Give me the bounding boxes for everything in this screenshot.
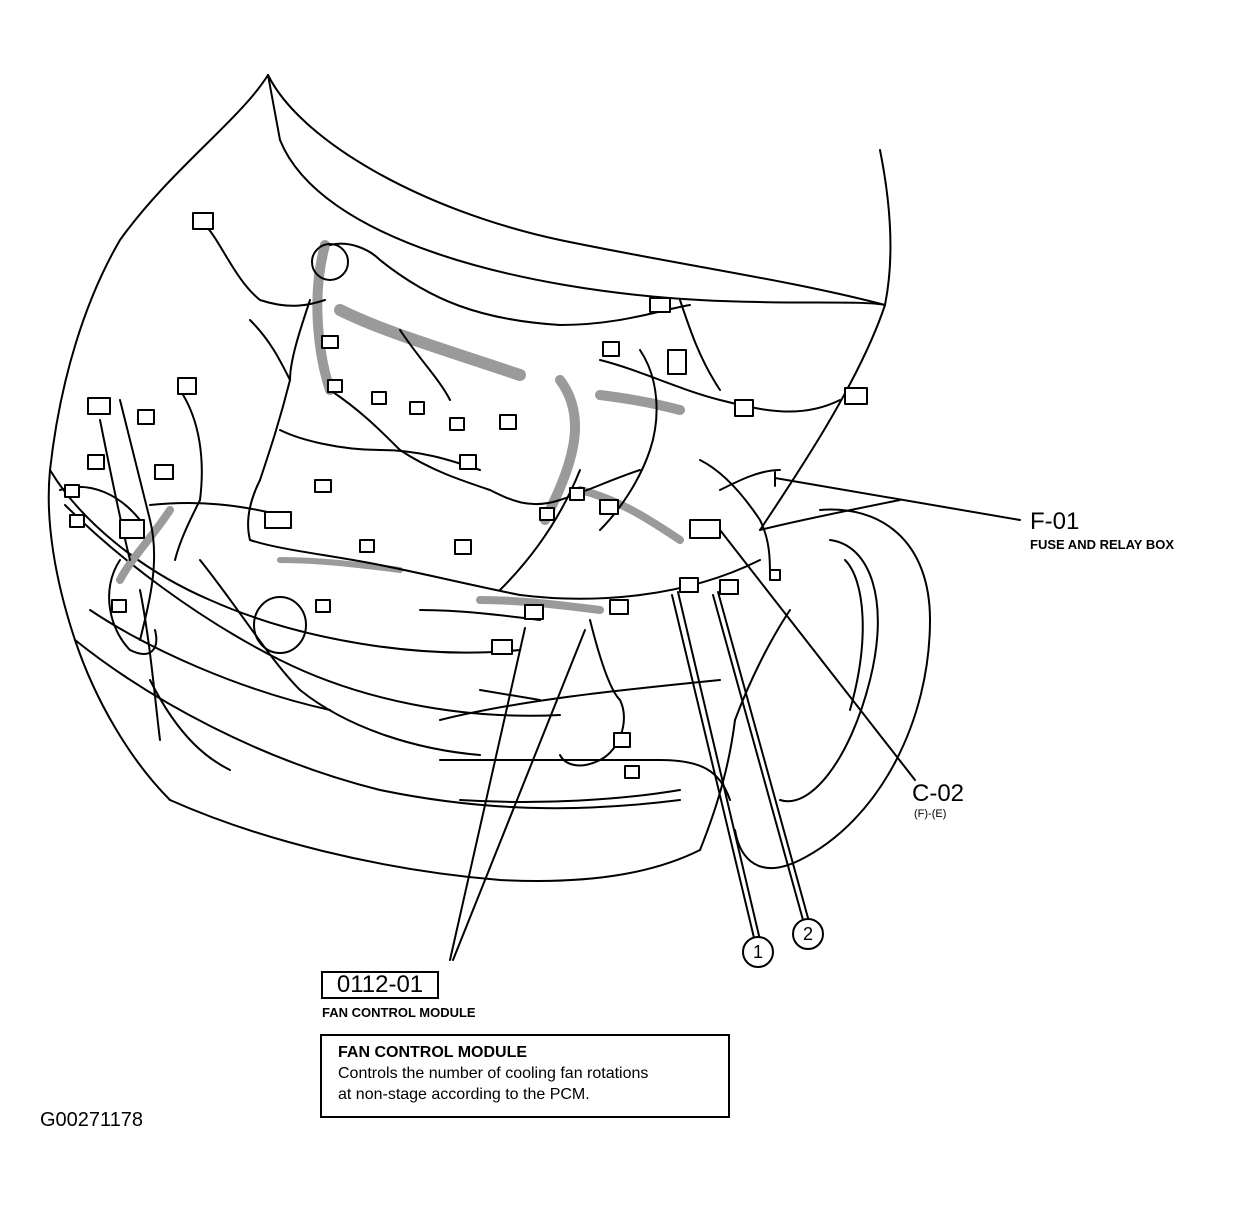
info-box-line-2: at non-stage according to the PCM. (338, 1086, 590, 1103)
car-body-outline (47, 74, 931, 882)
info-box-line-1: Controls the number of cooling fan rotat… (338, 1065, 649, 1082)
leader-connector-c02 (719, 529, 916, 781)
fuse-box-name: FUSE AND RELAY BOX (1030, 537, 1174, 552)
module-code: 0112-01 (336, 971, 424, 998)
info-box-title: FAN CONTROL MODULE (338, 1044, 528, 1061)
callout-1: 1 (742, 936, 774, 968)
connector-sub: (F)-(E) (914, 808, 947, 820)
leader-module-a (449, 627, 526, 961)
module-name: FAN CONTROL MODULE (322, 1005, 476, 1020)
harness-connectors (64, 212, 868, 779)
figure-id: G00271178 (40, 1109, 144, 1131)
module-code-box: 0112-01 (321, 971, 439, 999)
callout-1-number: 1 (752, 941, 763, 962)
callout-2: 2 (792, 918, 824, 950)
fuse-box-code: F-01 (1030, 508, 1080, 535)
callout-2-number: 2 (802, 923, 813, 944)
module-info-box: FAN CONTROL MODULE Controls the number o… (320, 1034, 730, 1118)
leader-lines (449, 471, 1021, 961)
leader-callout-2 (717, 591, 809, 919)
wire-harness (99, 224, 841, 767)
leader-module-b (452, 629, 586, 961)
leader-callout-1 (677, 591, 761, 941)
connector-code: C-02 (912, 780, 965, 807)
leader-fuse-box (774, 477, 1021, 521)
